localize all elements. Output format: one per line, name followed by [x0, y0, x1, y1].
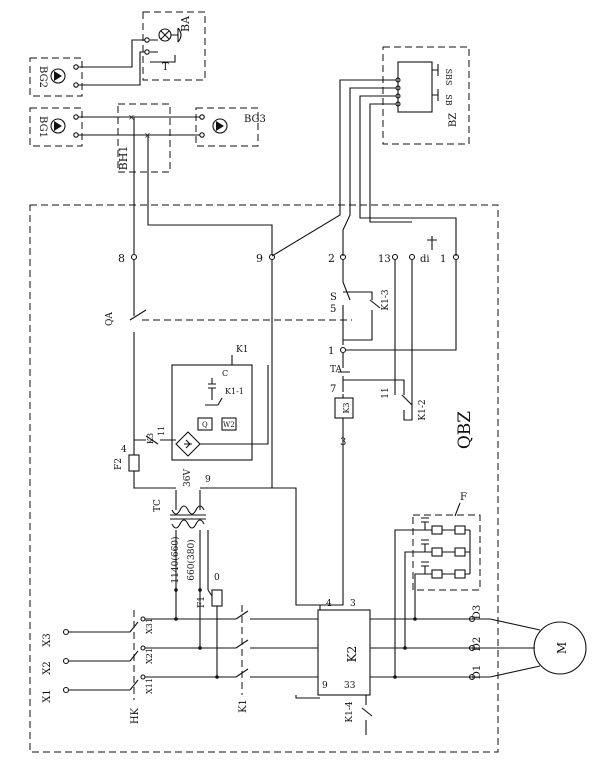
bg1-label: BG1 — [37, 116, 48, 138]
q-label: Q — [202, 421, 208, 429]
bz-label: BZ — [448, 113, 459, 127]
transformer-tc — [170, 490, 206, 529]
rectifier-icon — [175, 431, 201, 457]
k1-label: K1 — [238, 699, 249, 713]
terminal-7-label: 7 — [330, 384, 336, 395]
f-network — [421, 517, 471, 579]
k3-coil-label: K3 — [342, 402, 351, 413]
ba-t-label: T — [162, 62, 169, 73]
ba-box — [142, 11, 206, 81]
bg1-box — [29, 107, 83, 147]
terminal-1-label: 1 — [328, 346, 334, 357]
terminal-9b-label: 9 — [205, 475, 211, 485]
bh1-box — [117, 103, 171, 173]
k1-2-label: K1-2 — [418, 399, 428, 420]
bg2-label: BG2 — [37, 66, 48, 88]
f1-fuse — [211, 589, 223, 607]
terminal-0-label: 0 — [214, 573, 220, 583]
d1-label: D1 — [472, 665, 483, 679]
terminal-1-right — [452, 253, 460, 261]
sb-label: SB — [444, 94, 453, 105]
d3-label: D3 — [472, 605, 483, 619]
k1-1-label: K1-1 — [225, 387, 244, 396]
sbs-label: SBS — [444, 69, 453, 86]
svg-text:×: × — [128, 113, 135, 122]
k2-pin4-label: 4 — [326, 599, 332, 609]
terminal-2 — [339, 253, 347, 261]
capacitor-label: C — [222, 369, 228, 378]
x31-label: X31 — [145, 618, 154, 634]
ba-label: BA — [179, 15, 192, 32]
terminal-1-right-label: 1 — [440, 254, 446, 265]
motor-m — [533, 621, 587, 675]
ta-label: TA — [330, 365, 343, 375]
k1-relay-label: K1 — [236, 345, 248, 355]
f2-fuse — [128, 454, 140, 472]
hk-label: HK — [130, 707, 141, 724]
motor-label: M — [555, 642, 569, 654]
w2-label: W2 — [223, 421, 235, 429]
bg3-label: BG3 — [244, 114, 266, 125]
f2-label: F2 — [114, 458, 124, 470]
k3-coil — [334, 397, 354, 419]
x11-label: X11 — [145, 678, 154, 694]
terminal-di-label: di — [420, 254, 430, 265]
v36-label: 36V — [183, 469, 193, 487]
x1-label: X1 — [42, 689, 53, 702]
k1-4-label: K1-4 — [345, 701, 355, 722]
terminal-di — [408, 253, 416, 261]
qbz-label: QBZ — [455, 411, 475, 449]
terminal-9 — [268, 253, 276, 261]
k2-module — [317, 609, 371, 696]
x21-label: X21 — [145, 648, 154, 664]
l1-label: 11 — [381, 387, 391, 398]
terminal-13-label: 13 — [378, 254, 391, 265]
bg2-box — [29, 57, 83, 97]
svg-text:×: × — [144, 131, 151, 140]
terminal-3-label: 3 — [340, 437, 346, 448]
k2-pin3-label: 3 — [350, 599, 356, 609]
k2-pin33-label: 33 — [344, 681, 356, 691]
terminal-5-label: 5 — [330, 304, 336, 315]
bg3-box — [195, 107, 259, 147]
terminal-2-label: 2 — [328, 252, 335, 265]
x2-label: X2 — [42, 661, 53, 674]
terminal-9-label: 9 — [256, 252, 263, 265]
d2-label: D2 — [472, 637, 483, 651]
v660-label: 660(380) — [186, 539, 197, 580]
k2-pin9-label: 9 — [322, 681, 328, 691]
terminal-8-label: 8 — [118, 252, 125, 265]
tc-label: TC — [153, 499, 163, 512]
f-label: F — [460, 492, 467, 503]
terminal-1 — [339, 346, 347, 354]
x3-label: X3 — [42, 633, 53, 646]
k2-label: K2 — [345, 646, 359, 663]
qbz-enclosure — [29, 204, 499, 753]
k1-relay-box — [171, 364, 253, 461]
qa-label: QA — [105, 312, 115, 326]
bg3-sensor-icon — [212, 118, 228, 134]
terminal-8 — [130, 253, 138, 261]
bg1-sensor-icon — [50, 118, 66, 134]
bz-box — [382, 46, 470, 145]
terminal-4-label: 4 — [121, 445, 127, 455]
bh1-label: BH1 — [117, 146, 130, 171]
k3-contact-num: 11 — [157, 426, 166, 436]
k1-3-label: K1-3 — [381, 289, 391, 310]
f1-label: F1 — [197, 596, 207, 608]
s-label: S — [330, 292, 337, 303]
terminal-13 — [391, 253, 399, 261]
bg2-sensor-icon — [50, 68, 66, 84]
